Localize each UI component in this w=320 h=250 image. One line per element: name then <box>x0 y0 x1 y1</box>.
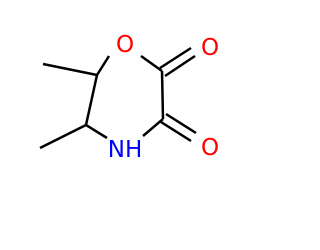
carbonyl-oxygen-top-label: O <box>201 35 219 61</box>
bond-c3-n4 <box>142 118 164 137</box>
ring-oxygen-label: O <box>116 32 134 58</box>
bond-n4-c5 <box>85 123 108 140</box>
bond-c2-carbonyl-top-a <box>159 46 192 70</box>
bond-c2-c3 <box>160 70 165 120</box>
bond-c5-methyl <box>39 123 87 150</box>
bond-c3-carbonyl-bottom-a <box>165 112 197 135</box>
bond-c5-c6 <box>84 74 99 126</box>
molecule-structure: O O O NH <box>39 32 219 163</box>
bond-c6-methyl <box>42 62 98 77</box>
carbonyl-oxygen-bottom-label: O <box>201 135 219 161</box>
molecule-canvas: O O O NH <box>39 32 220 163</box>
bond-c2-carbonyl-top-b <box>164 54 196 78</box>
ring-nitrogen-label: NH <box>108 137 143 163</box>
bond-o1-c2 <box>140 54 163 73</box>
bond-c6-o1 <box>95 55 111 76</box>
bond-c3-carbonyl-bottom-b <box>160 120 192 143</box>
